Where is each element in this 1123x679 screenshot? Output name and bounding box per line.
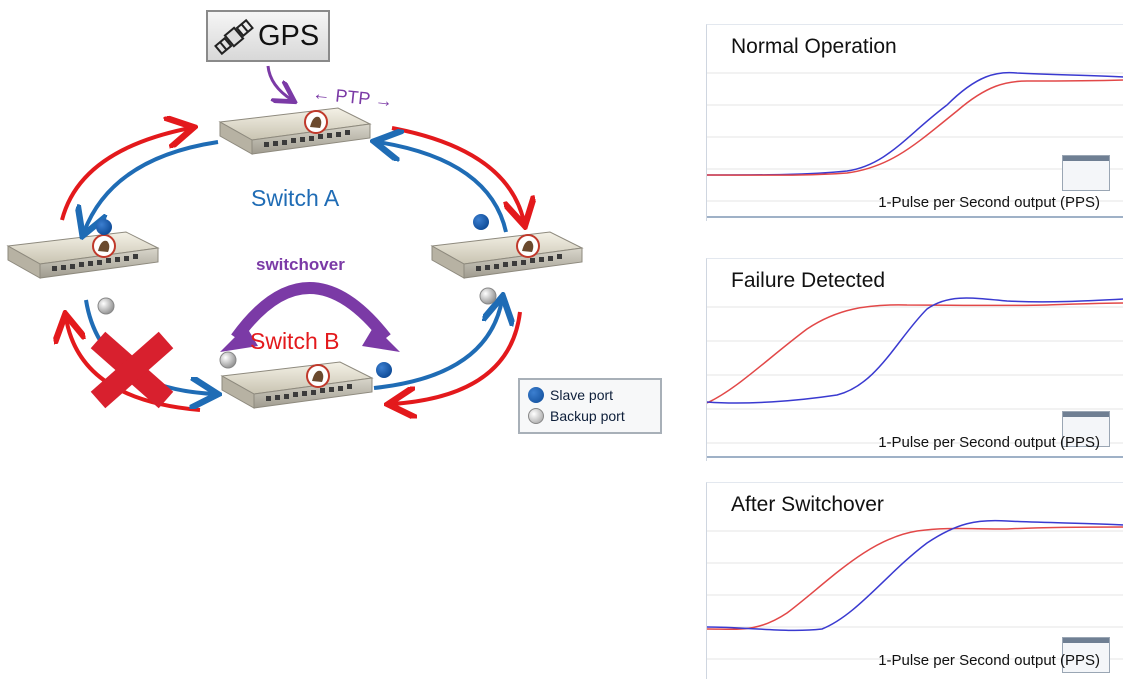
gps-box: GPS bbox=[206, 10, 330, 62]
cross-icon bbox=[90, 331, 174, 409]
backup-port-dot bbox=[97, 297, 115, 315]
backup-port-dot bbox=[479, 287, 497, 305]
legend-item-backup: Backup port bbox=[528, 408, 625, 424]
scope-thumbnail-icon bbox=[1062, 637, 1110, 673]
panel-caption: 1-Pulse per Second output (PPS) bbox=[878, 434, 1100, 451]
switchover-arc bbox=[231, 282, 391, 342]
gps-label: GPS bbox=[258, 20, 320, 52]
pps-plot bbox=[707, 25, 1123, 221]
ring-arrow-red-top-right bbox=[391, 126, 524, 222]
ptp-label: ← PTP → bbox=[312, 83, 394, 111]
pps-plot bbox=[707, 483, 1123, 679]
slave-port-dot bbox=[96, 219, 112, 235]
pps-trace-blue bbox=[707, 71, 1123, 176]
panel-title: Failure Detected bbox=[731, 269, 886, 292]
pps-trace-red bbox=[707, 79, 1123, 176]
switchover-label: switchover bbox=[256, 255, 345, 274]
backup-port-icon bbox=[528, 408, 544, 424]
gps-arrow bbox=[266, 65, 292, 100]
scope-thumbnail-icon bbox=[1062, 411, 1110, 447]
pps-plot bbox=[707, 259, 1123, 461]
panel-caption: 1-Pulse per Second output (PPS) bbox=[878, 652, 1100, 669]
pps-trace-red bbox=[707, 526, 1123, 631]
satellite-icon bbox=[214, 18, 254, 56]
ring-arrow-blue-top-right bbox=[378, 142, 508, 233]
switch-b-icon bbox=[221, 361, 373, 409]
pps-trace-blue bbox=[707, 297, 1123, 404]
slave-port-dot bbox=[376, 362, 392, 378]
legend: Slave port Backup port bbox=[518, 378, 662, 434]
legend-backup-label: Backup port bbox=[550, 408, 625, 424]
pps-panel-normal: Normal Operation 1-Pulse per Second outp… bbox=[706, 24, 1123, 221]
ring-arrow-blue-top-left bbox=[84, 140, 219, 232]
pps-trace-red bbox=[707, 302, 1123, 404]
ring-diagram: ← PTP → Switch A switchover Switch B bbox=[7, 65, 583, 470]
switchover-arrowhead-right bbox=[362, 326, 400, 352]
slave-port-icon bbox=[528, 387, 544, 403]
slave-port-dot bbox=[473, 214, 489, 230]
switch-left-icon bbox=[7, 231, 159, 279]
pps-panel-failure: Failure Detected 1-Pulse per Second outp… bbox=[706, 258, 1123, 461]
switch-b-label: Switch B bbox=[250, 328, 339, 354]
panel-title: After Switchover bbox=[731, 493, 884, 516]
ring-arrow-blue-bottom-right bbox=[373, 300, 502, 390]
legend-item-slave: Slave port bbox=[528, 387, 613, 403]
legend-slave-label: Slave port bbox=[550, 387, 614, 403]
switch-a-label: Switch A bbox=[251, 185, 340, 211]
ring-arrow-red-top-left bbox=[60, 128, 190, 221]
pps-panel-after: After Switchover 1-Pulse per Second outp… bbox=[706, 482, 1123, 679]
pps-trace-blue bbox=[707, 519, 1123, 632]
scope-thumbnail-icon bbox=[1062, 155, 1110, 191]
panel-title: Normal Operation bbox=[731, 35, 897, 58]
panel-caption: 1-Pulse per Second output (PPS) bbox=[878, 194, 1100, 211]
switch-right-icon bbox=[431, 231, 583, 279]
switchover-arrowhead-left bbox=[220, 326, 258, 352]
switch-a-icon bbox=[219, 107, 371, 155]
ring-arrow-red-bottom-right bbox=[392, 311, 522, 404]
backup-port-dot bbox=[219, 351, 237, 369]
